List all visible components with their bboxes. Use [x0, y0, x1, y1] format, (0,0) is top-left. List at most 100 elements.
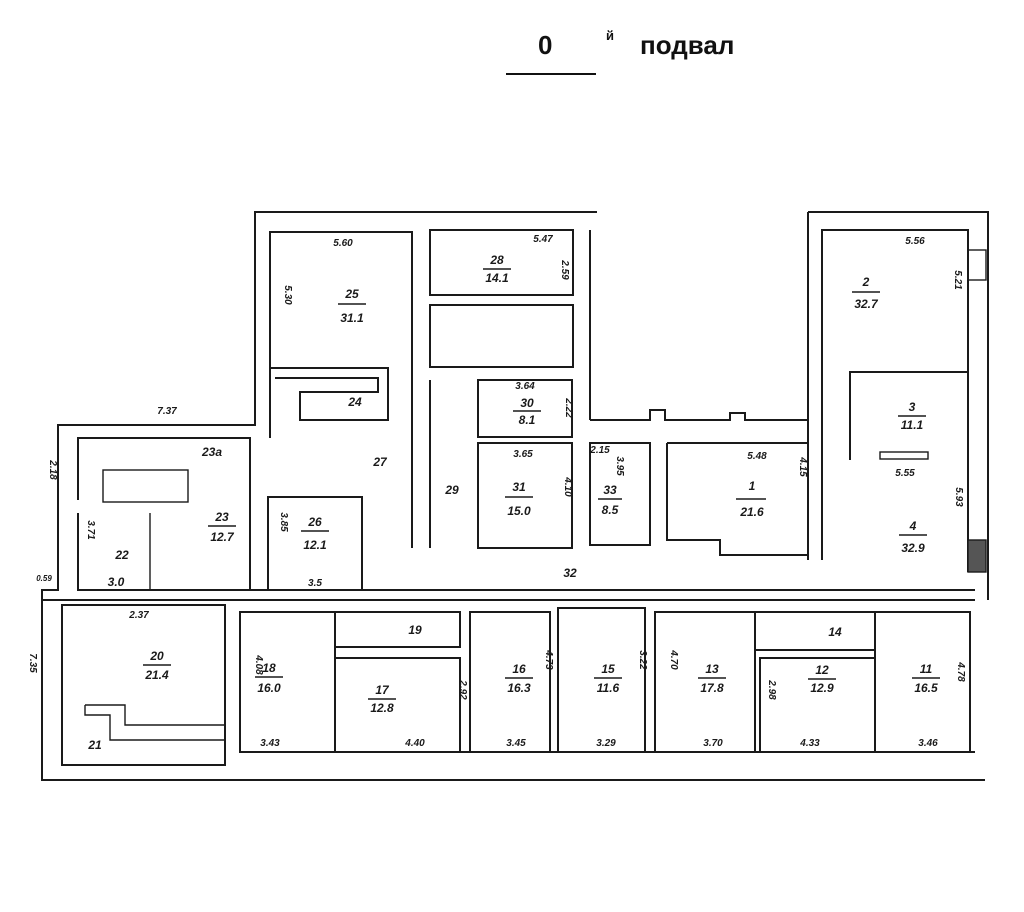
room-area: 12.1 [303, 538, 327, 552]
dimension: 3.95 [614, 456, 625, 476]
dimension: 4.33 [799, 738, 820, 749]
room-1: 121.6 [736, 479, 766, 519]
space-label: 19 [408, 623, 422, 637]
dimension: 3.85 [278, 512, 289, 532]
room-number: 3 [909, 400, 916, 414]
dimension: 2.15 [589, 445, 610, 456]
dimension: 5.60 [333, 238, 353, 249]
room-number: 2 [862, 275, 870, 289]
space-label: 14 [828, 625, 842, 639]
space-label: 23а [201, 445, 222, 459]
dimension: 4.40 [404, 738, 425, 749]
room-13: 13 17.8 [698, 662, 726, 695]
room-area: 17.8 [700, 681, 724, 695]
room-area: 16.5 [914, 681, 938, 695]
room-17: 17 12.8 [368, 683, 396, 715]
room-number: 33 [603, 483, 617, 497]
room-area: 3.0 [108, 575, 125, 589]
room-number: 31 [512, 480, 526, 494]
room-number: 20 [149, 649, 164, 663]
dimension: 5.48 [747, 451, 767, 462]
room-area: 32.7 [854, 297, 879, 311]
dimension: 7.35 [27, 653, 38, 673]
floor-number-underline [506, 73, 596, 75]
dimension-labels: 5.60 5.30 5.47 2.59 3.64 2.22 3.65 4.10 … [27, 234, 966, 749]
room-area: 8.5 [602, 503, 619, 517]
dimension: 4.73 [543, 649, 554, 670]
dimension: 3.65 [513, 449, 533, 460]
floor-name: подвал [640, 30, 735, 60]
room-number: 15 [601, 662, 615, 676]
room-22: 223.0 [108, 548, 129, 589]
space-label: 27 [372, 455, 388, 469]
dimension: 4.70 [668, 649, 679, 670]
room-number: 12 [815, 663, 829, 677]
dimension: 3.46 [918, 738, 938, 749]
room-4: 432.9 [899, 519, 927, 555]
room-area: 21.4 [144, 668, 169, 682]
dimension: 2.22 [563, 397, 574, 418]
room-30: 308.1 [513, 396, 541, 427]
room-area: 8.1 [519, 413, 536, 427]
room-11: 11 16.5 [912, 662, 940, 695]
room-area: 12.9 [810, 681, 834, 695]
space-label: 29 [444, 483, 459, 497]
dimension: 2.59 [559, 259, 570, 280]
room-area: 31.1 [340, 311, 364, 325]
room-number: 1 [749, 479, 756, 493]
dimension: 7.37 [157, 406, 177, 417]
dimension: 5.30 [282, 285, 293, 305]
dimension: 0.59 [36, 574, 52, 583]
room-number: 30 [520, 396, 534, 410]
dimension: 5.56 [905, 236, 925, 247]
dimension: 5.55 [895, 468, 915, 479]
room-3: 311.1 [898, 400, 926, 432]
space-label: 32 [563, 566, 577, 580]
room-number: 17 [375, 683, 390, 697]
room-number: 23 [214, 510, 229, 524]
dimension: 4.78 [955, 661, 966, 682]
room-number: 28 [489, 253, 504, 267]
dimension: 3.29 [596, 738, 616, 749]
floor-suffix: й [606, 28, 614, 43]
dimension: 3.5 [308, 578, 322, 589]
room-area: 14.1 [485, 271, 509, 285]
room-25: 25 31.1 [338, 287, 366, 325]
room-area: 12.8 [370, 701, 394, 715]
room-area: 32.9 [901, 541, 925, 555]
dimension: 3.70 [703, 738, 723, 749]
room-number: 11 [920, 662, 933, 676]
dimension: 3.64 [515, 381, 535, 392]
dimension: 3.43 [260, 738, 280, 749]
room-area: 15.0 [507, 504, 531, 518]
dimension: 2.98 [766, 679, 777, 700]
room-number: 13 [705, 662, 719, 676]
dimension: 3.22 [637, 650, 648, 670]
room-area: 11.1 [901, 418, 924, 432]
floor-number: 0 [538, 30, 553, 60]
room-number: 18 [262, 661, 276, 675]
room-number: 25 [344, 287, 359, 301]
space-label: 21 [87, 738, 102, 752]
room-number: 22 [114, 548, 129, 562]
room-2: 232.7 [852, 275, 880, 311]
dimension: 3.71 [85, 520, 96, 540]
dimension: 5.47 [533, 234, 553, 245]
dimension: 4.10 [562, 476, 573, 497]
space-label: 24 [347, 395, 362, 409]
dimension: 2.92 [457, 679, 468, 700]
room-area: 16.3 [507, 681, 531, 695]
dimension: 2.37 [128, 610, 149, 621]
room-33: 338.5 [598, 483, 622, 517]
room-28: 28 14.1 [483, 253, 511, 285]
room-area: 21.6 [739, 505, 764, 519]
room-area: 16.0 [257, 681, 281, 695]
dimension: 2.18 [47, 459, 58, 480]
room-20: 20 21.4 [143, 649, 171, 682]
